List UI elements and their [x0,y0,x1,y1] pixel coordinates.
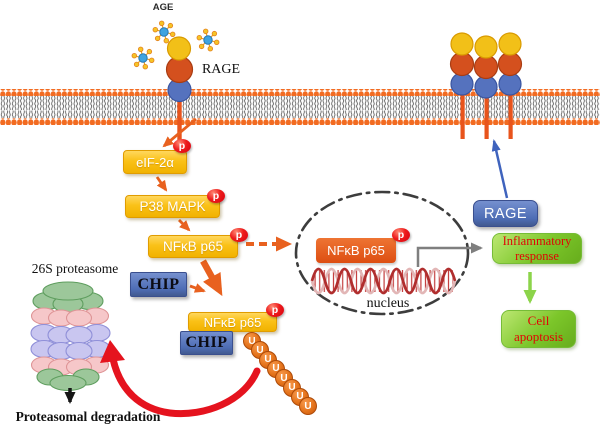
arrow-p38-to-nfkb [178,219,191,232]
age-label: AGE [152,1,174,13]
phospho-badge: p [392,228,410,242]
eif2a-box: eIF-2α [123,150,187,174]
arrow-complex-to-proteasome-head [100,340,125,363]
age-molecule-icon [196,28,220,52]
p38-mapk-box: P38 MAPK [125,195,220,218]
ubiquitin-icon: U [299,397,317,416]
nfkb-p65-box: NFκB p65 [148,235,238,258]
nfkb-p65-complex-box: NFκB p65 [188,312,277,332]
phospho-badge: p [230,228,248,242]
chip-box: CHIP [130,272,187,297]
cell-membrane [0,89,600,125]
nucleus-label: nucleus [366,296,410,311]
rage-receptor [165,36,194,141]
proteasome-icon [30,281,111,392]
arrow-chip-to-complex [189,283,206,293]
phospho-badge: p [173,139,191,153]
inflammatory-response-box: Inflammatory response [492,233,582,264]
nucleus-outline [294,190,470,316]
arrow-complex-to-proteasome [109,355,261,418]
arrow-nfkb-to-complex [200,259,223,297]
arrow-ragebox-to-membrane [491,139,509,199]
arrow-rage-to-eif2a [162,117,197,148]
arrows [64,117,537,418]
chip-complex-box: CHIP [180,331,233,355]
rage-receptor-label: RAGE [201,62,241,77]
arrow-eif2a-to-p38 [155,176,168,192]
arrow-nucleus-to-inflammatory [416,242,483,267]
nfkb-p65-nucleus-box: NFκB p65 [316,238,396,263]
phospho-badge: p [266,303,284,317]
degradation-label: Proteasomal degradation [15,409,161,424]
dna-helix-icon [310,267,457,295]
phospho-badge: p [207,189,225,203]
rage-receptor-cluster [449,32,523,139]
proteasome-label: 26S proteasome [31,261,119,276]
age-molecule-icon [131,46,155,70]
rage-box: RAGE [473,200,538,227]
cell-apoptosis-box: Cell apoptosis [501,310,576,348]
